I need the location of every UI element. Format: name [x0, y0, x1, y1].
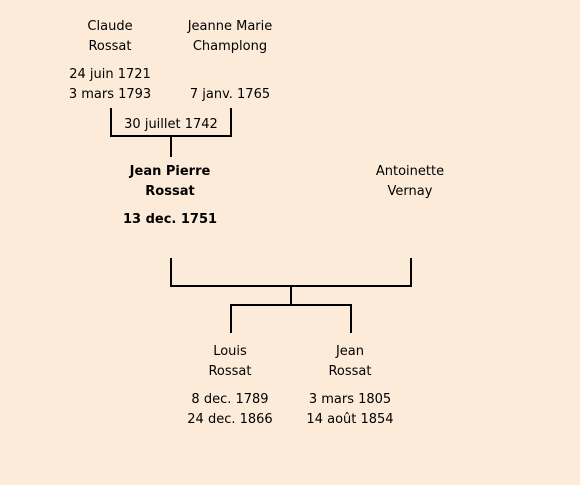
louis-death-date: 24 dec. 1866: [187, 412, 273, 427]
jeanne-death-date: 7 janv. 1765: [189, 87, 271, 102]
claude-first-name: Claude: [87, 19, 133, 34]
jean-death-date: 14 août 1854: [306, 412, 394, 427]
jean-pierre-birth-date: 13 dec. 1751: [122, 212, 218, 227]
antoinette-last-name: Vernay: [387, 184, 433, 199]
louis-last-name: Rossat: [208, 364, 252, 379]
louis-birth-date: 8 dec. 1789: [191, 392, 269, 407]
jeanne-first-name: Jeanne Marie: [187, 19, 273, 34]
jean-birth-date: 3 mars 1805: [308, 392, 392, 407]
antoinette-first-name: Antoinette: [375, 164, 445, 179]
claude-last-name: Rossat: [88, 39, 132, 54]
union-date-claude-jeanne: 30 juillet 1742: [124, 117, 218, 132]
louis-first-name: Louis: [213, 344, 247, 359]
claude-death-date: 3 mars 1793: [68, 87, 152, 102]
claude-birth-date: 24 juin 1721: [69, 67, 151, 82]
jeanne-last-name: Champlong: [192, 39, 268, 54]
children-bracket: [230, 304, 352, 333]
jean-last-name: Rossat: [328, 364, 372, 379]
jean-pierre-first-name: Jean Pierre: [129, 164, 211, 179]
jean-pierre-last-name: Rossat: [145, 184, 195, 199]
union-bracket-jeanpierre-antoinette: [170, 258, 412, 287]
jean-first-name: Jean: [335, 344, 365, 359]
